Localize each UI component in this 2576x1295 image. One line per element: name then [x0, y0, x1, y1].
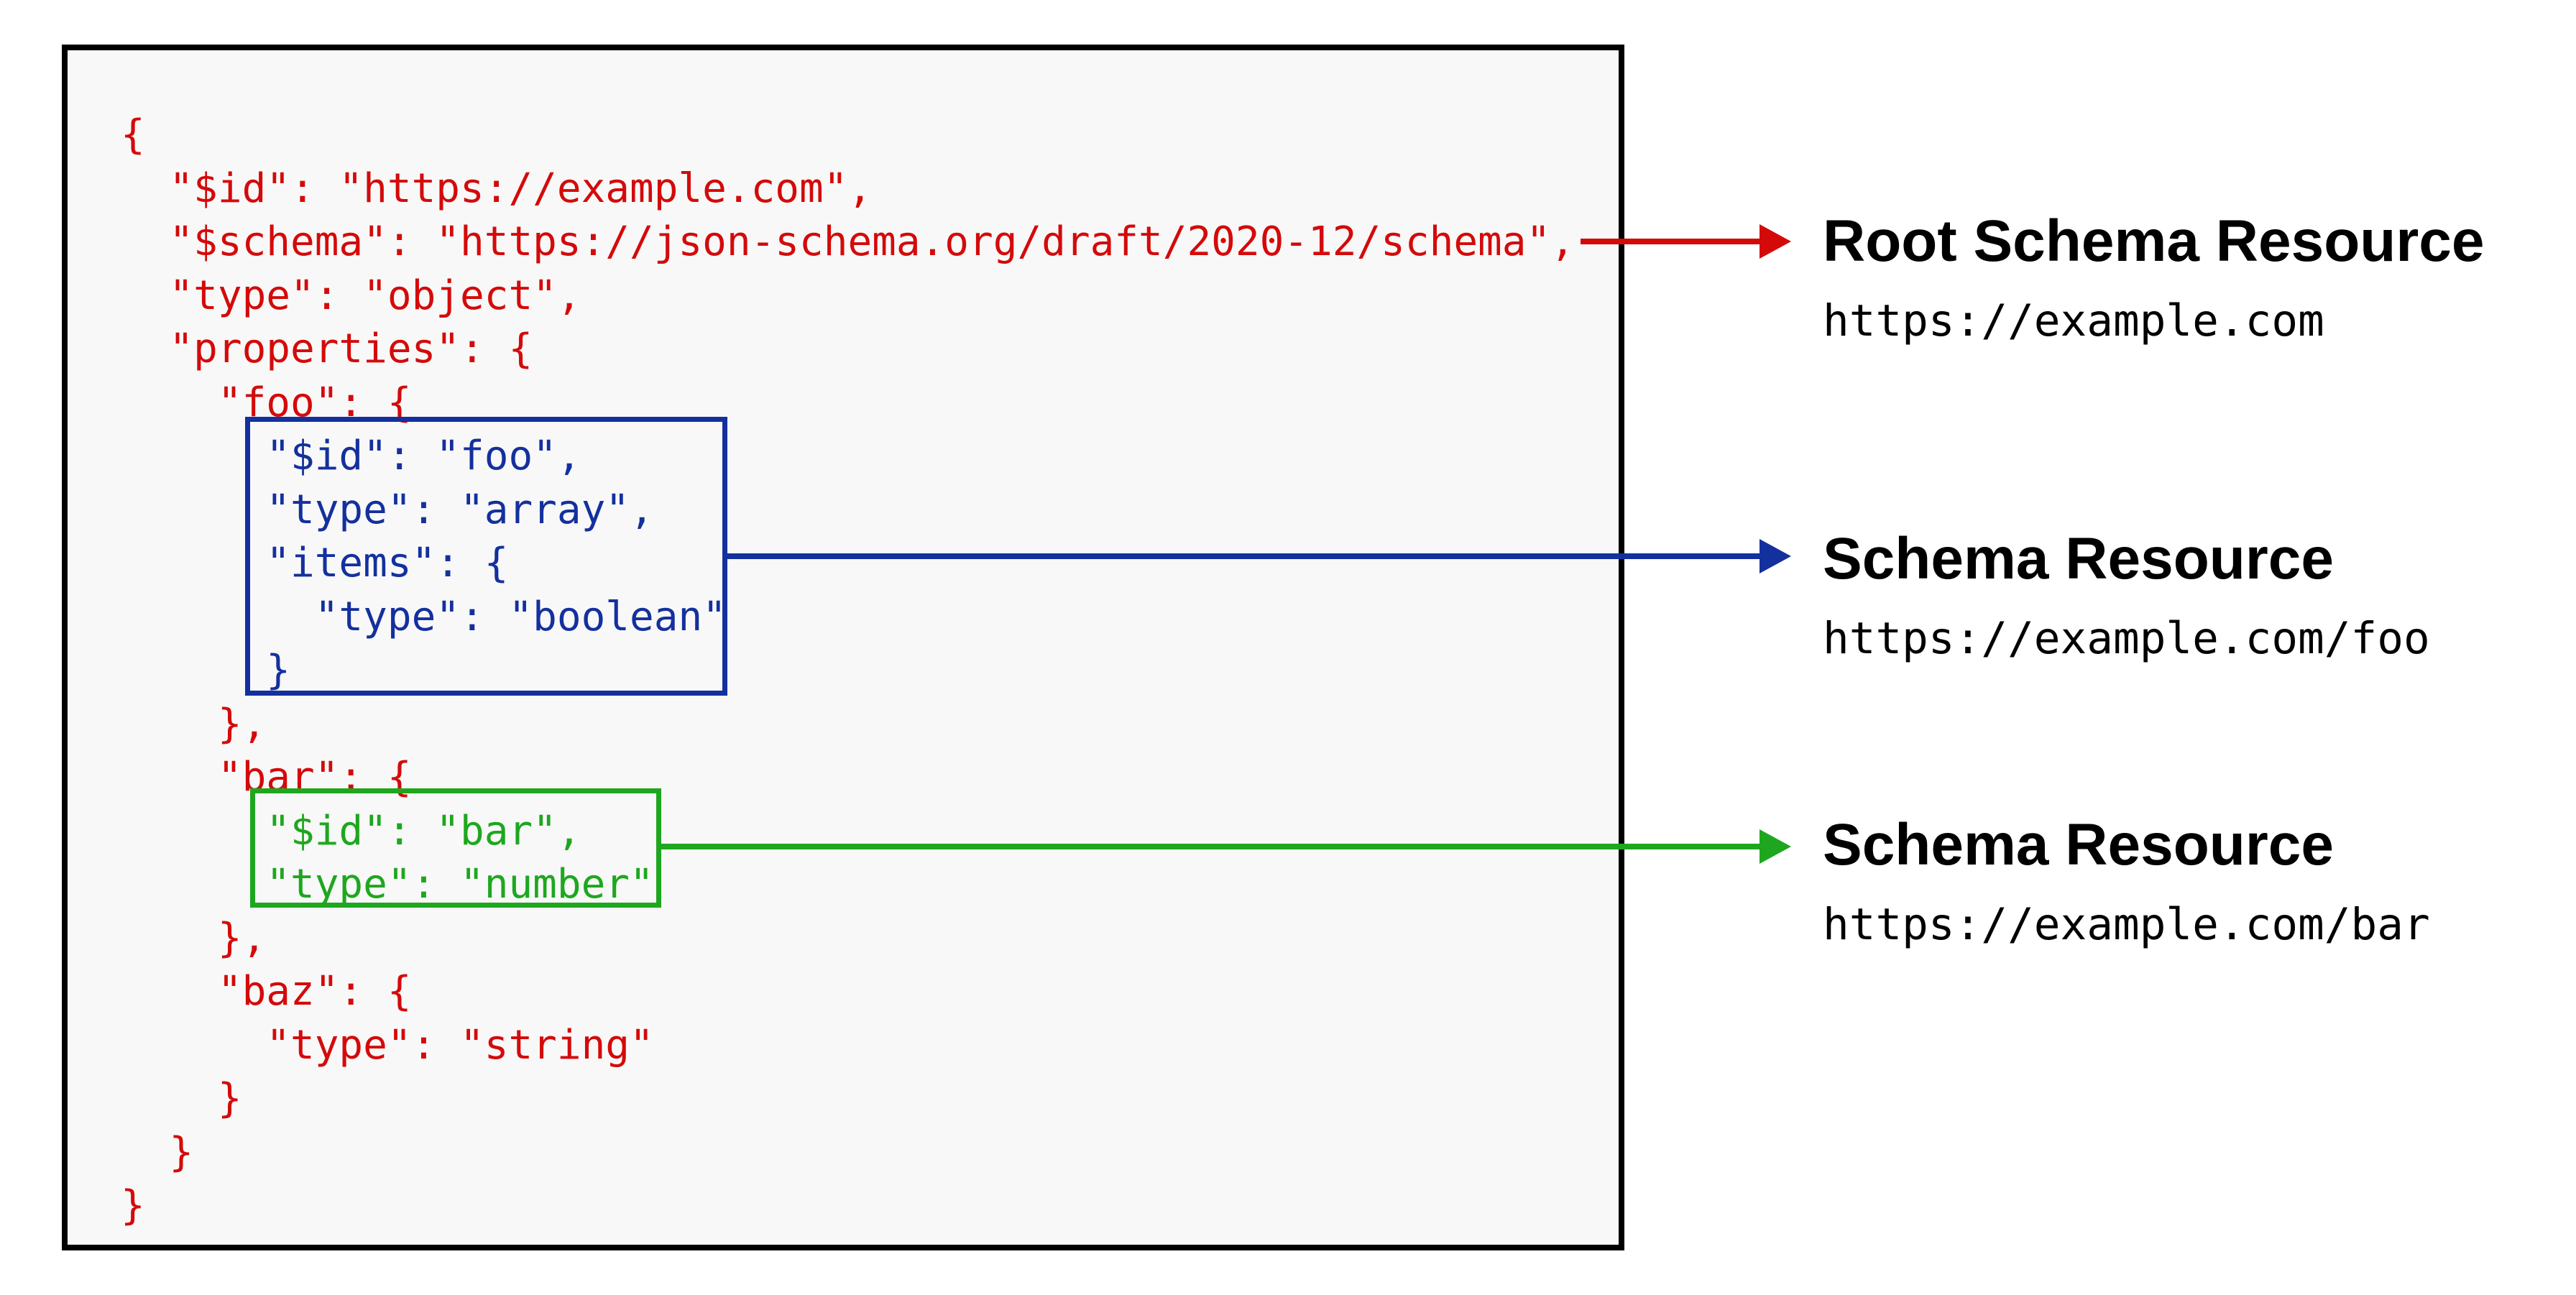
code-line: "type": "object", [121, 272, 581, 319]
root-schema-arrowhead-icon [1760, 224, 1791, 259]
annotation-bar-schema-resource: Schema Resource https://example.com/bar [1823, 811, 2430, 951]
annotation-title: Schema Resource [1823, 812, 2334, 877]
code-line: "$schema": "https://json-schema.org/draf… [121, 218, 1575, 265]
code-line: "properties": { [121, 326, 533, 372]
code-line: } [121, 1182, 145, 1229]
code-line: } [121, 1075, 242, 1122]
foo-schema-arrow-line [726, 553, 1762, 559]
code-line: "type": "number" [121, 861, 654, 908]
code-line: "baz": { [121, 968, 412, 1015]
bar-schema-arrowhead-icon [1760, 829, 1791, 864]
annotation-title: Root Schema Resource [1823, 208, 2485, 274]
code-line: "items": { [121, 540, 509, 586]
root-schema-arrow-line [1581, 239, 1762, 244]
annotation-foo-schema-resource: Schema Resource https://example.com/foo [1823, 525, 2430, 665]
code-line: }, [121, 914, 267, 962]
bar-schema-resource-box [250, 788, 661, 908]
schema-source-box-background [62, 45, 1624, 1250]
code-line: "type": "boolean" [121, 593, 727, 640]
annotation-title: Schema Resource [1823, 526, 2334, 591]
json-code-block: { "$id": "https://example.com", "$schema… [121, 109, 1575, 1233]
code-line: }, [121, 700, 267, 747]
foo-schema-arrowhead-icon [1760, 539, 1791, 573]
foo-schema-resource-box [245, 417, 727, 696]
code-line: "type": "array", [121, 486, 654, 533]
code-line: } [121, 1128, 194, 1176]
code-line: "$id": "foo", [121, 433, 581, 479]
bar-schema-arrow-line [660, 844, 1762, 849]
code-line: { [121, 111, 145, 158]
code-line: "$id": "bar", [121, 807, 581, 854]
annotation-url: https://example.com/bar [1823, 899, 2430, 950]
code-line: "type": "string" [121, 1021, 654, 1069]
annotation-root-schema-resource: Root Schema Resource https://example.com [1823, 207, 2485, 347]
annotation-url: https://example.com [1823, 295, 2324, 346]
annotation-url: https://example.com/foo [1823, 613, 2430, 664]
code-line: } [121, 647, 291, 693]
code-line: "$id": "https://example.com", [121, 165, 873, 212]
